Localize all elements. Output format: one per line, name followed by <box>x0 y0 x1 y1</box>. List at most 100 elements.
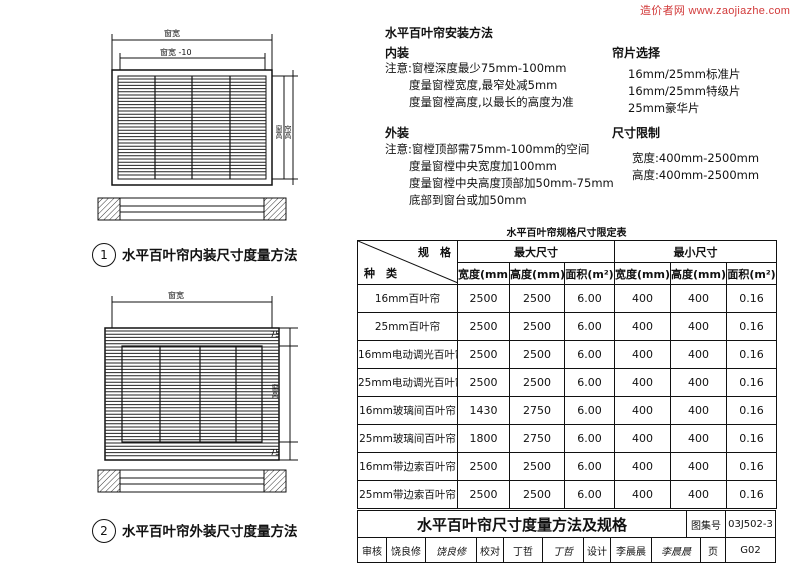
cell-min-h: 400 <box>670 284 727 313</box>
inner-line-2: 度量窗樘宽度,最窄处减5mm <box>409 78 558 92</box>
cell-max-h: 2500 <box>509 452 565 481</box>
cell-max-a: 6.00 <box>564 424 615 453</box>
inner-heading: 内装 <box>385 46 410 60</box>
dim-label-width-minus: 窗宽 -10 <box>160 48 192 57</box>
cell-name: 16mm玻璃间百叶帘 <box>357 396 458 425</box>
cell-max-h: 2500 <box>509 368 565 397</box>
drawing-inner-mount <box>97 34 298 221</box>
corner-spec-label: 规 格 <box>418 246 451 259</box>
min-size-group: 最小尺寸 <box>614 240 777 263</box>
cell-max-h: 2500 <box>509 340 565 369</box>
cell-max-a: 6.00 <box>564 480 615 509</box>
review-label: 审核 <box>357 537 387 563</box>
install-method-title: 水平百叶帘安装方法 <box>385 26 494 40</box>
designer-signature: 李晨晨 <box>651 537 701 563</box>
size-limit-heading: 尺寸限制 <box>612 126 661 140</box>
inner-line-1: 注意:窗樘深度最少75mm-100mm <box>385 61 567 75</box>
cell-min-a: 0.16 <box>726 284 777 313</box>
cell-min-a: 0.16 <box>726 340 777 369</box>
page-number: G02 <box>725 537 776 563</box>
cell-min-w: 400 <box>614 284 671 313</box>
drawing-caption-2: 水平百叶帘外装尺寸度量方法 <box>122 524 298 540</box>
cell-max-w: 2500 <box>457 368 510 397</box>
reviewer-signature: 饶良修 <box>425 537 477 563</box>
cell-max-h: 2500 <box>509 312 565 341</box>
dim-label-75-top: 75 <box>270 330 281 339</box>
checker-signature: 丁哲 <box>542 537 584 563</box>
drawing-number-2: 2 <box>92 519 116 543</box>
cell-max-w: 2500 <box>457 312 510 341</box>
cell-max-h: 2750 <box>509 424 565 453</box>
drawing-number-1: 1 <box>92 243 116 267</box>
dim-label-window-width: 窗宽 <box>164 29 180 38</box>
corner-type-label: 种 类 <box>364 267 397 280</box>
cell-max-a: 6.00 <box>564 312 615 341</box>
inner-line-3: 度量窗樘高度,以最长的高度为准 <box>409 95 574 109</box>
drawing-outer-mount <box>97 296 298 493</box>
cell-min-a: 0.16 <box>726 480 777 509</box>
atlas-label: 图集号 <box>686 510 726 538</box>
max-size-group: 最大尺寸 <box>457 240 615 263</box>
dim-label-window-width-2: 窗宽 <box>168 291 184 300</box>
cell-min-h: 400 <box>670 452 727 481</box>
cell-max-a: 6.00 <box>564 284 615 313</box>
reviewer-name: 饶良修 <box>386 537 426 563</box>
design-label: 设计 <box>583 537 611 563</box>
designer-name: 李晨晨 <box>610 537 652 563</box>
cell-max-a: 6.00 <box>564 340 615 369</box>
table-corner: 规 格 种 类 <box>357 240 458 285</box>
cell-min-a: 0.16 <box>726 368 777 397</box>
cell-min-h: 400 <box>670 368 727 397</box>
cell-max-w: 2500 <box>457 340 510 369</box>
slat-choice-heading: 帘片选择 <box>612 46 661 60</box>
cell-min-h: 400 <box>670 396 727 425</box>
cell-name: 16mm电动调光百叶帘 <box>357 340 458 369</box>
slat-choice-item-2: 16mm/25mm特级片 <box>628 84 741 98</box>
watermark: 造价者网 www.zaojiazhe.com <box>640 5 791 17</box>
cell-min-a: 0.16 <box>726 396 777 425</box>
cell-max-w: 2500 <box>457 284 510 313</box>
cell-min-h: 400 <box>670 312 727 341</box>
size-limit-width: 宽度:400mm-2500mm <box>632 151 760 165</box>
cell-max-w: 2500 <box>457 452 510 481</box>
size-limit-height: 高度:400mm-2500mm <box>632 168 760 182</box>
cell-max-a: 6.00 <box>564 452 615 481</box>
col-max-width: 宽度(mm) <box>457 262 510 285</box>
cell-name: 25mm玻璃间百叶帘 <box>357 424 458 453</box>
outer-line-3: 度量窗樘中央高度顶部加50mm-75mm <box>409 176 614 190</box>
col-min-area: 面积(m²) <box>726 262 777 285</box>
cell-min-w: 400 <box>614 452 671 481</box>
title-block: 水平百叶帘尺寸度量方法及规格 图集号 03J502-3 审核 饶良修 饶良修 校… <box>357 510 776 563</box>
outer-line-4: 底部到窗台或加50mm <box>409 193 527 207</box>
sheet-title: 水平百叶帘尺寸度量方法及规格 <box>357 510 687 538</box>
atlas-number: 03J502-3 <box>725 510 776 538</box>
cell-max-h: 2750 <box>509 396 565 425</box>
cell-max-w: 1800 <box>457 424 510 453</box>
cell-name: 16mm带边索百叶帘 <box>357 452 458 481</box>
col-min-width: 宽度(mm) <box>614 262 671 285</box>
dim-label-75-bottom: 75 <box>270 448 281 457</box>
cell-max-w: 2500 <box>457 480 510 509</box>
cell-min-w: 400 <box>614 368 671 397</box>
cell-name: 25mm百叶帘 <box>357 312 458 341</box>
cell-min-a: 0.16 <box>726 312 777 341</box>
cell-min-w: 400 <box>614 480 671 509</box>
checker-name: 丁哲 <box>503 537 543 563</box>
col-min-height: 高度(mm) <box>670 262 727 285</box>
dim-label-window-height: 窗高 <box>275 125 283 139</box>
spec-table: 规 格 种 类 最大尺寸 最小尺寸 宽度(mm) 高度(mm) 面积(m²) 宽… <box>357 240 777 509</box>
drawing-caption-1: 水平百叶帘内装尺寸度量方法 <box>122 248 298 264</box>
dim-label-blind-height: 帘高 <box>284 125 292 139</box>
cell-min-a: 0.16 <box>726 452 777 481</box>
cell-min-h: 400 <box>670 424 727 453</box>
cell-min-h: 400 <box>670 480 727 509</box>
cell-min-w: 400 <box>614 312 671 341</box>
cell-max-a: 6.00 <box>564 368 615 397</box>
slat-choice-item-1: 16mm/25mm标准片 <box>628 67 741 81</box>
